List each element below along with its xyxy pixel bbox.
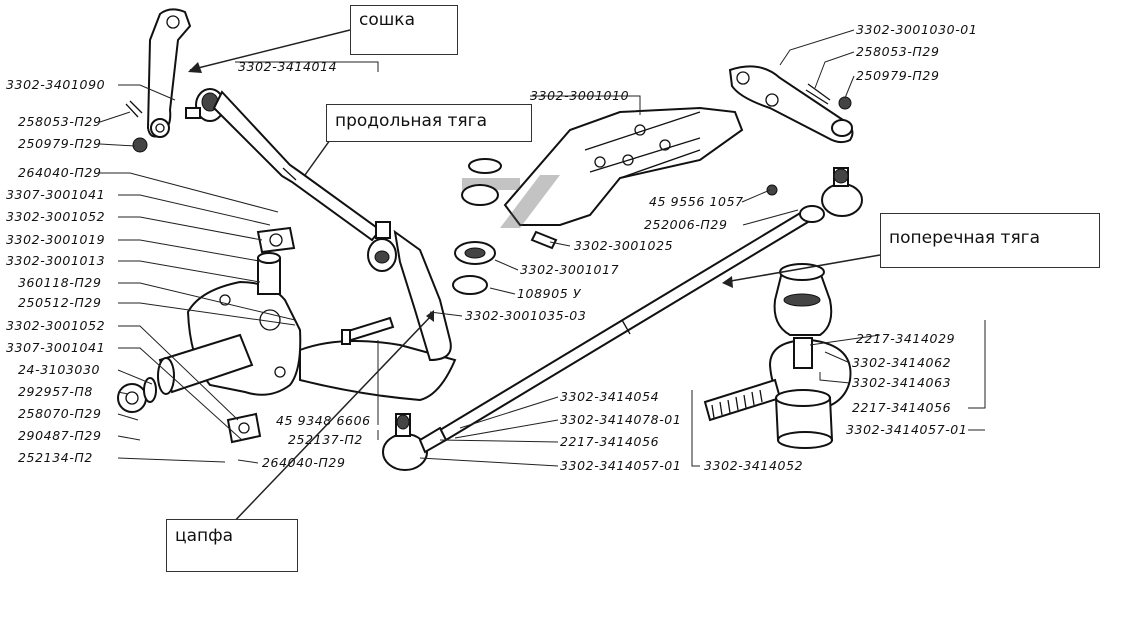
- label-264040-p29-bot: 264040-П29: [262, 455, 346, 470]
- label-2217-3414056-right: 2217-3414056: [852, 400, 951, 415]
- label-3302-3414054: 3302-3414054: [560, 389, 659, 404]
- king-pin-bolt: [341, 316, 395, 345]
- hub-nut: [117, 377, 157, 413]
- label-3302-3414014: 3302-3414014: [238, 59, 337, 74]
- label-252134-p2: 252134-П2: [18, 450, 93, 465]
- label-3302-3414062: 3302-3414062: [852, 355, 951, 370]
- callout-soshka: сошка: [350, 5, 458, 55]
- callout-poperechnaya-tyaga: поперечная тяга: [880, 213, 1100, 268]
- label-3302-3414078-01: 3302-3414078-01: [560, 412, 681, 427]
- label-264040-p29-top: 264040-П29: [18, 165, 102, 180]
- boot-assembly: [773, 263, 833, 336]
- label-24-3103030: 24-3103030: [18, 362, 100, 377]
- label-3302-3001013: 3302-3001013: [6, 253, 105, 268]
- leader-lines: [99, 29, 986, 467]
- label-250512-p29: 250512-П29: [18, 295, 102, 310]
- seat-cup: [774, 389, 834, 449]
- label-2217-3414029: 2217-3414029: [856, 331, 955, 346]
- knuckle-cap-bottom: [226, 412, 262, 444]
- label-290487-p29: 290487-П29: [18, 428, 102, 443]
- tie-rod-end-left: [382, 413, 448, 471]
- label-3302-3001052-bot: 3302-3001052: [6, 318, 105, 333]
- label-3302-3001030-01: 3302-3001030-01: [856, 22, 977, 37]
- label-3307-3001041-bot: 3307-3001041: [6, 340, 105, 355]
- drag-link-end: [367, 221, 397, 272]
- label-258070-p29: 258070-П29: [18, 406, 102, 421]
- label-3302-3414057-01-bottom: 3302-3414057-01: [560, 458, 681, 473]
- label-3302-3001035-03: 3302-3001035-03: [465, 308, 586, 323]
- label-3302-3414057-01-right: 3302-3414057-01: [846, 422, 967, 437]
- label-360118-p29: 360118-П29: [18, 275, 102, 290]
- label-3302-3001025: 3302-3001025: [574, 238, 673, 253]
- pitman-arm: [146, 8, 192, 138]
- drag-link: [212, 90, 382, 242]
- cotter-left: [125, 100, 148, 153]
- callout-pointers: [188, 29, 881, 529]
- label-3302-3001019: 3302-3001019: [6, 232, 105, 247]
- bushings-stack: [452, 158, 558, 295]
- label-3302-3414052: 3302-3414052: [704, 458, 803, 473]
- callout-tsapfa: цапфа: [166, 519, 298, 572]
- label-252006-p29: 252006-П29: [644, 217, 728, 232]
- front-axle-beam: [503, 106, 744, 226]
- label-252137-p2: 252137-П2: [288, 432, 363, 447]
- right-arm: [728, 65, 854, 144]
- label-3302-3001010: 3302-3001010: [530, 88, 629, 103]
- knuckle-cap-top: [256, 226, 296, 254]
- label-292957-p8: 292957-П8: [18, 384, 93, 399]
- part-labels: 3302-3401090 3302-3414014 258053-П29 250…: [6, 22, 977, 473]
- label-3302-3001017: 3302-3001017: [520, 262, 619, 277]
- callout-prodolnaya-tyaga: продольная тяга: [326, 104, 532, 142]
- label-250979-p29-left: 250979-П29: [18, 136, 102, 151]
- tie-rod-end-right: [766, 167, 863, 217]
- label-45-9556-1057: 45 9556 1057: [649, 194, 744, 209]
- label-258053-p29-left: 258053-П29: [18, 114, 102, 129]
- label-108905-u: 108905 У: [517, 286, 582, 301]
- label-45-9348-6606: 45 9348 6606: [276, 413, 371, 428]
- label-258053-p29-right: 258053-П29: [856, 44, 940, 59]
- pitman-balljoint: [185, 88, 225, 122]
- label-3307-3001041-top: 3307-3001041: [6, 187, 105, 202]
- label-3302-3414063: 3302-3414063: [852, 375, 951, 390]
- label-2217-3414056-bottom: 2217-3414056: [560, 434, 659, 449]
- label-250979-p29-right: 250979-П29: [856, 68, 940, 83]
- label-3302-3401090: 3302-3401090: [6, 77, 105, 92]
- label-3302-3001052-top: 3302-3001052: [6, 209, 105, 224]
- steering-knuckle: [157, 252, 302, 396]
